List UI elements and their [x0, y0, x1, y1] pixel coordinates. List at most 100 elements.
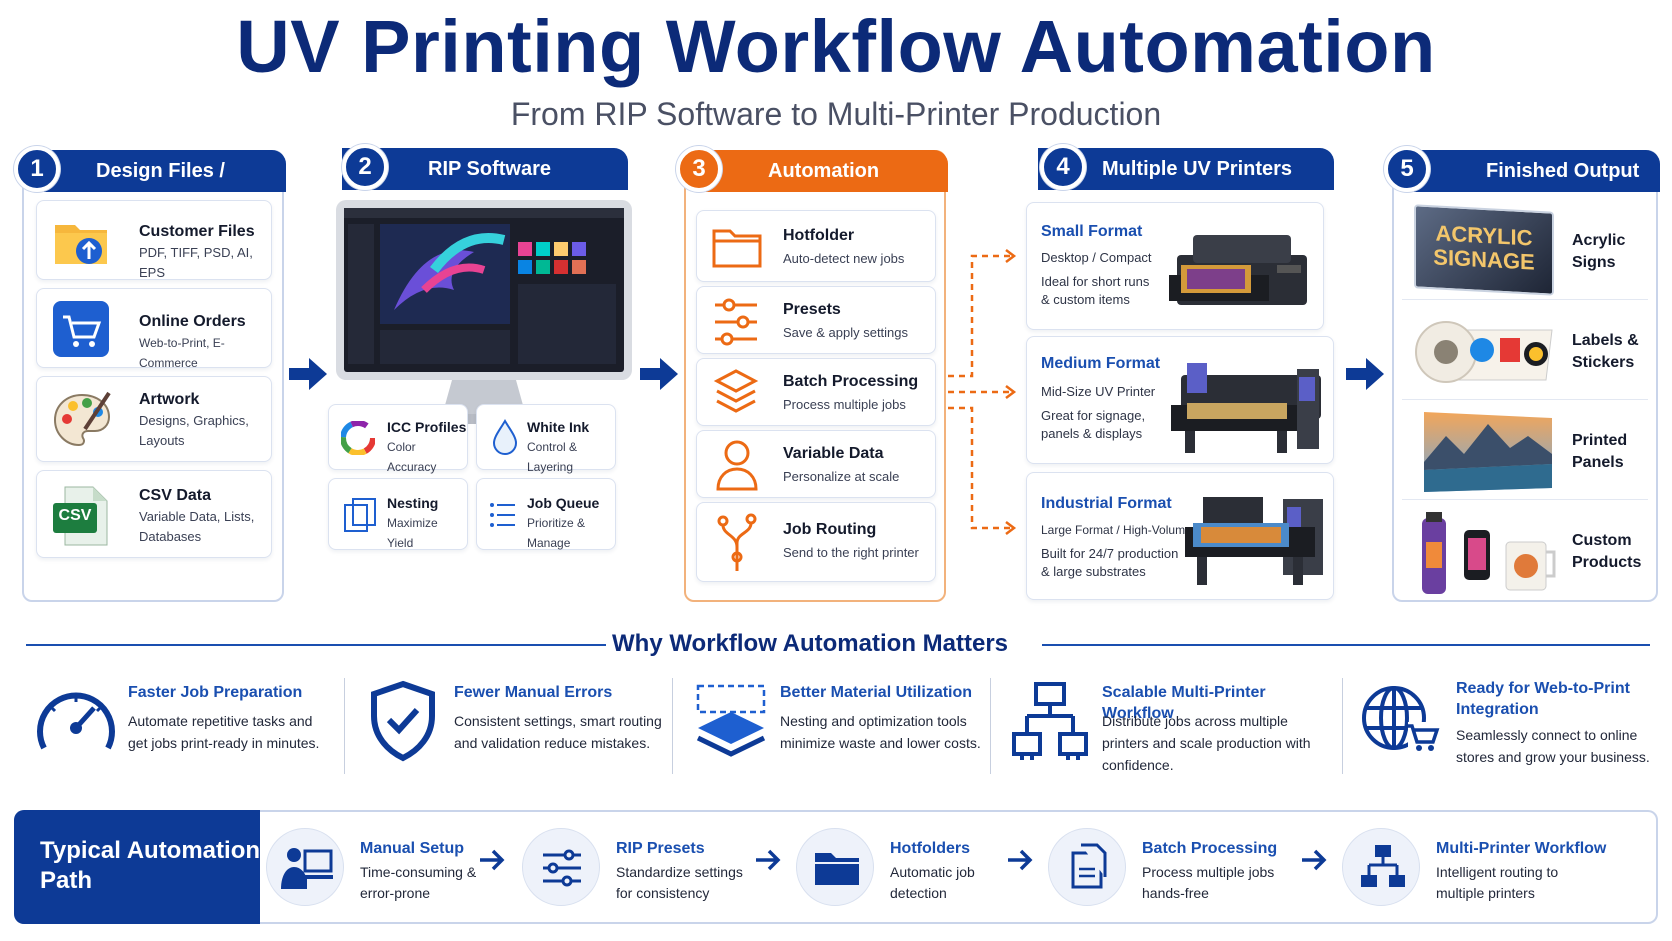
page-title: UV Printing Workflow Automation: [236, 5, 1436, 88]
step-icon-circle: [266, 828, 344, 906]
list-item[interactable]: Customer Files PDF, TIFF, PSD, AI, EPS: [36, 200, 272, 280]
benefit-desc: Consistent settings, smart routing and v…: [454, 713, 662, 751]
list-item[interactable]: Online Orders Web-to-Print, E-Commerce: [36, 288, 272, 370]
step-icon-circle: [522, 828, 600, 906]
benefit-title: Better Material Utilization: [780, 684, 973, 701]
step-icon-circle: [1342, 828, 1420, 906]
output-item[interactable]: ACRYLIC SIGNAGE Acrylic Signs: [1402, 200, 1648, 300]
flow-arrow-icon: [289, 358, 327, 390]
output-label: Custom Products: [1572, 532, 1642, 571]
item-desc: Process multiple jobs: [783, 397, 906, 412]
stage-number-badge: 3: [676, 146, 722, 192]
feature-desc: Color Accuracy: [387, 440, 437, 474]
printer-card[interactable]: Medium Format Mid-Size UV Printer Great …: [1026, 336, 1334, 464]
network-icon: [1010, 682, 1090, 762]
preset-sliders-icon: [541, 847, 583, 889]
routing-arrows: [946, 240, 1026, 540]
flow-arrow-icon: [1346, 358, 1384, 390]
printer-title: Small Format: [1041, 223, 1143, 240]
stage-number-badge: 5: [1384, 146, 1430, 192]
folder-upload-icon: [51, 211, 111, 271]
printer-title: Medium Format: [1041, 355, 1161, 372]
item-desc: PDF, TIFF, PSD, AI, EPS: [139, 245, 253, 280]
item-title: Artwork: [139, 391, 200, 408]
acrylic-sign-icon: ACRYLIC SIGNAGE: [1414, 204, 1554, 296]
path-arrow-icon: [478, 848, 506, 872]
printer-type: Mid-Size UV Printer: [1041, 384, 1156, 399]
feature-card[interactable]: ICC Profiles Color Accuracy: [328, 404, 468, 474]
list-item[interactable]: Batch Processing Process multiple jobs: [696, 358, 936, 426]
why-section-title: Why Workflow Automation Matters: [612, 630, 1008, 657]
output-label: Printed Panels: [1572, 432, 1628, 471]
feature-desc: Maximize Yield: [387, 516, 438, 550]
item-title: Variable Data: [783, 445, 884, 462]
color-wheel-icon: [341, 421, 375, 455]
printer-card[interactable]: Industrial Format Large Format / High-Vo…: [1026, 472, 1334, 600]
automation-path: Typical Automation Path Manual Setup Tim…: [14, 810, 1658, 924]
stage-header: Finished Output: [1414, 150, 1660, 192]
industrial-printer-icon: [1183, 493, 1333, 589]
benefit-desc: Automate repetitive tasks and get jobs p…: [128, 713, 320, 751]
list-icon: [489, 501, 517, 529]
section-divider: [26, 644, 606, 646]
label-roll-icon: [1412, 310, 1562, 394]
step-desc: Time-consuming & error-prone: [360, 864, 477, 901]
speedometer-icon: [34, 684, 118, 756]
item-desc: Personalize at scale: [783, 469, 900, 484]
step-desc: Automatic job detection: [890, 864, 975, 901]
stage-number-badge: 2: [342, 144, 388, 190]
hotfolder-icon: [813, 849, 861, 887]
stage-title: RIP Software: [428, 158, 551, 180]
output-item[interactable]: Printed Panels: [1402, 404, 1648, 500]
printer-desc: Built for 24/7 production & large substr…: [1041, 546, 1179, 579]
benefit-desc: Seamlessly connect to online stores and …: [1456, 727, 1650, 765]
path-step: Multi-Printer Workflow Intelligent routi…: [1342, 828, 1642, 908]
list-item[interactable]: Artwork Designs, Graphics, Layouts: [36, 376, 272, 462]
stage-design-files: Design Files / Orders 1 Customer Files P…: [14, 146, 286, 602]
list-item[interactable]: Job Routing Send to the right printer: [696, 502, 936, 582]
step-desc: Standardize settings for consistency: [616, 864, 743, 901]
item-desc: Save & apply settings: [783, 325, 909, 340]
list-item[interactable]: Variable Data Personalize at scale: [696, 430, 936, 498]
printer-desc: Ideal for short runs & custom items: [1041, 274, 1150, 307]
output-label: Labels & Stickers: [1572, 332, 1639, 371]
feature-card[interactable]: Nesting Maximize Yield: [328, 478, 468, 550]
feature-card[interactable]: Job Queue Prioritize & Manage: [476, 478, 616, 550]
custom-products-icon: [1418, 512, 1558, 596]
printer-network-icon: [1359, 843, 1407, 891]
benefit-item: Ready for Web-to-Print Integration Seaml…: [1360, 678, 1660, 788]
printer-desc: Great for signage, panels & displays: [1041, 408, 1146, 441]
printer-type: Desktop / Compact: [1041, 250, 1152, 265]
feature-desc: Prioritize & Manage: [527, 516, 586, 550]
benefit-item: Better Material Utilization Nesting and …: [694, 680, 994, 780]
list-item[interactable]: CSV CSV Data Variable Data, Lists, Datab…: [36, 470, 272, 558]
feature-card[interactable]: White Ink Control & Layering: [476, 404, 616, 474]
path-arrow-icon: [1300, 848, 1328, 872]
step-title: RIP Presets: [616, 840, 705, 857]
printer-card[interactable]: Small Format Desktop / Compact Ideal for…: [1026, 202, 1324, 330]
csv-file-icon: CSV: [51, 485, 113, 547]
page-subtitle: From RIP Software to Multi-Printer Produ…: [510, 96, 1162, 132]
section-divider: [1042, 644, 1650, 646]
acrylic-sign-text: SIGNAGE: [1433, 244, 1535, 275]
item-title: Presets: [783, 301, 841, 318]
divider: [672, 678, 673, 774]
benefit-title: Scalable Multi-Printer Workflow: [1102, 684, 1266, 722]
stage-rip-software: RIP Software 2 ICC Profiles Color: [328, 144, 640, 602]
output-item[interactable]: Labels & Stickers: [1402, 304, 1648, 400]
item-title: Job Routing: [783, 521, 877, 538]
path-arrow-icon: [754, 848, 782, 872]
list-item[interactable]: Presets Save & apply settings: [696, 286, 936, 354]
stage-number-badge: 1: [14, 146, 60, 192]
benefit-title: Fewer Manual Errors: [454, 684, 613, 701]
item-title: CSV Data: [139, 487, 212, 504]
ink-drop-icon: [491, 419, 519, 455]
landscape-panel-icon: [1422, 410, 1554, 494]
item-title: Customer Files: [139, 223, 255, 240]
printer-type: Large Format / High-Volume: [1041, 523, 1192, 537]
list-item[interactable]: Hotfolder Auto-detect new jobs: [696, 210, 936, 282]
item-desc: Send to the right printer: [783, 545, 919, 560]
benefit-title: Ready for Web-to-Print Integration: [1456, 680, 1630, 718]
output-item[interactable]: Custom Products: [1402, 504, 1648, 600]
documents-icon: [1069, 843, 1109, 891]
